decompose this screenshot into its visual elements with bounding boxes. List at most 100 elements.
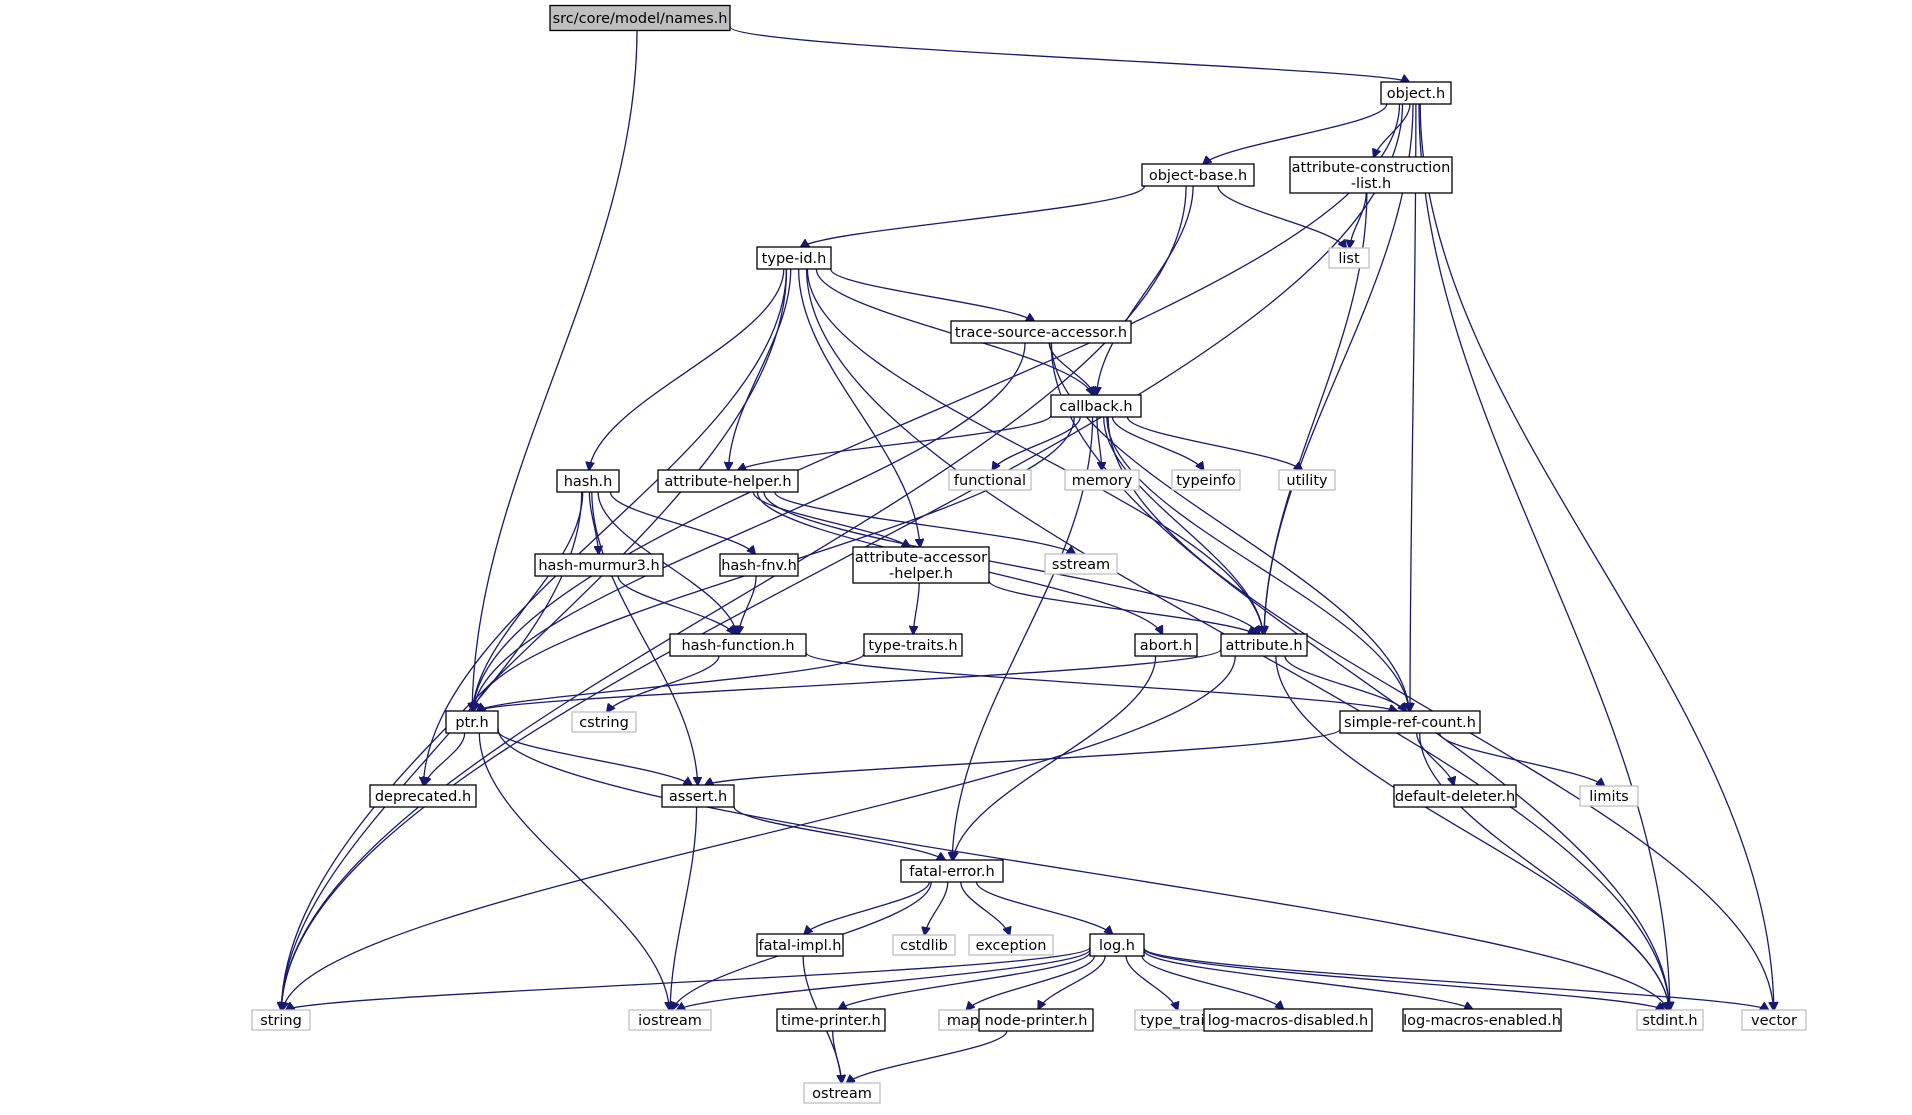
node-box-fimpl: [756, 933, 844, 957]
node-label-cstdlib: cstdlib: [900, 938, 948, 954]
node-label-abort: abort.h: [1140, 638, 1192, 654]
node-deleter[interactable]: default-deleter.h: [1393, 784, 1517, 808]
edge-typeid-to-callback: [815, 268, 1093, 395]
node-fnv[interactable]: hash-fnv.h: [719, 553, 799, 577]
node-ahelper[interactable]: attribute-helper.h: [657, 469, 799, 493]
edge-hash-to-ptr: [473, 491, 584, 711]
node-fatal[interactable]: fatal-error.h: [900, 859, 1004, 883]
node-label-ahelper: attribute-helper.h: [664, 474, 791, 490]
node-sstream: sstream: [1044, 553, 1118, 575]
node-box-object: [1380, 81, 1452, 105]
edge-tsa-to-stdint: [1050, 342, 1670, 1010]
edge-attribute-to-src: [1284, 655, 1406, 711]
edge-tsa-to-callback: [1048, 342, 1094, 395]
node-box-hash: [556, 469, 620, 493]
edge-assert-to-iostream: [670, 806, 698, 1010]
edge-log-to-timep: [839, 951, 1091, 1009]
node-box-cstring: [571, 711, 637, 733]
node-label-limits: limits: [1589, 789, 1628, 805]
node-label-nodep: node-printer.h: [985, 1013, 1088, 1029]
edge-names-to-object: [729, 26, 1409, 82]
node-hash[interactable]: hash.h: [556, 469, 620, 493]
node-fimpl[interactable]: fatal-impl.h: [756, 933, 844, 957]
node-label-objbase: object-base.h: [1149, 168, 1247, 184]
node-log[interactable]: log.h: [1089, 933, 1145, 957]
node-label-string: string: [260, 1013, 302, 1029]
edge-objbase-to-string: [281, 185, 1187, 1010]
node-memory: memory: [1064, 469, 1140, 491]
edge-attribute-to-ptr: [477, 648, 1222, 711]
node-exception: exception: [968, 934, 1054, 956]
node-objbase[interactable]: object-base.h: [1141, 163, 1255, 187]
node-box-attribute: [1220, 633, 1308, 657]
edges-layer: [281, 26, 1774, 1083]
node-label-typeid: type-id.h: [762, 251, 827, 267]
node-label-aah-line-0: attribute-accessor: [855, 550, 987, 566]
edge-callback-to-attribute: [1103, 416, 1264, 634]
node-murmur[interactable]: hash-murmur3.h: [534, 553, 664, 577]
node-cstring: cstring: [571, 711, 637, 733]
node-box-hashfn: [669, 633, 807, 657]
edge-callback-to-utility: [1126, 416, 1302, 470]
node-label-typeinfo: typeinfo: [1176, 473, 1236, 489]
node-lme[interactable]: log-macros-enabled.h: [1402, 1008, 1562, 1032]
edge-ptr-to-assert: [497, 730, 692, 786]
node-box-typeid: [756, 246, 832, 270]
edge-callback-to-ahelper: [738, 414, 1052, 470]
node-label-memory: memory: [1072, 473, 1133, 489]
node-object[interactable]: object.h: [1380, 81, 1452, 105]
node-attribute[interactable]: attribute.h: [1220, 633, 1308, 657]
node-functional: functional: [948, 469, 1032, 491]
node-typetraits[interactable]: type-traits.h: [863, 633, 963, 657]
node-typeinfo: typeinfo: [1171, 469, 1241, 491]
node-stdint: stdint.h: [1636, 1009, 1704, 1031]
node-callback[interactable]: callback.h: [1050, 394, 1142, 418]
node-label-acl-line-1: -list.h: [1351, 176, 1391, 192]
node-label-ostream: ostream: [812, 1086, 872, 1102]
edge-attribute-to-stdint: [1275, 655, 1669, 1010]
node-label-deprecated: deprecated.h: [375, 789, 471, 805]
edge-typeid-to-ahelper: [728, 268, 792, 470]
node-typeid[interactable]: type-id.h: [756, 246, 832, 270]
edge-assert-to-fatal: [733, 806, 945, 860]
node-box-string: [251, 1009, 311, 1031]
edge-tsa-to-ptr: [473, 342, 1026, 711]
node-src[interactable]: simple-ref-count.h: [1339, 710, 1481, 734]
node-box-murmur: [534, 553, 664, 577]
node-box-fnv: [719, 553, 799, 577]
node-nodep[interactable]: node-printer.h: [978, 1008, 1094, 1032]
node-lmd[interactable]: log-macros-disabled.h: [1203, 1008, 1373, 1032]
edge-names-to-ptr: [472, 30, 638, 712]
edge-objbase-to-list: [1217, 185, 1346, 248]
edge-nodep-to-ostream: [847, 1030, 1008, 1083]
edge-objbase-to-typeid: [801, 185, 1146, 247]
node-label-names: src/core/model/names.h: [553, 11, 728, 27]
edge-log-to-nodep: [1038, 955, 1106, 1009]
node-label-tsa: trace-source-accessor.h: [955, 325, 1127, 341]
node-hashfn[interactable]: hash-function.h: [669, 633, 807, 657]
edge-src-to-stdint: [1418, 732, 1670, 1010]
node-label-src: simple-ref-count.h: [1344, 715, 1476, 731]
node-ptr[interactable]: ptr.h: [445, 710, 499, 734]
node-box-functional: [948, 469, 1032, 491]
node-deprecated[interactable]: deprecated.h: [369, 784, 477, 808]
node-acl[interactable]: attribute-construction-list.h: [1289, 156, 1453, 194]
node-box-lme: [1402, 1008, 1562, 1032]
node-box-stdint: [1636, 1009, 1704, 1031]
node-label-attribute: attribute.h: [1225, 638, 1302, 654]
node-box-names: [549, 4, 731, 32]
node-label-type_traits: type_traits: [1140, 1013, 1217, 1029]
node-timep[interactable]: time-printer.h: [776, 1008, 886, 1032]
node-label-object: object.h: [1387, 86, 1445, 102]
edge-log-to-type_traits: [1125, 955, 1178, 1010]
node-abort[interactable]: abort.h: [1134, 633, 1198, 657]
node-label-fatal: fatal-error.h: [909, 864, 994, 880]
node-tsa[interactable]: trace-source-accessor.h: [950, 320, 1132, 344]
node-list: list: [1328, 247, 1370, 269]
node-label-ptr: ptr.h: [455, 715, 488, 731]
edge-hash-to-hashfn: [597, 491, 737, 634]
edge-attribute-to-string: [283, 655, 1236, 1010]
node-aah[interactable]: attribute-accessor-helper.h: [852, 546, 990, 584]
node-names[interactable]: src/core/model/names.h: [549, 4, 731, 32]
node-assert[interactable]: assert.h: [661, 784, 735, 808]
